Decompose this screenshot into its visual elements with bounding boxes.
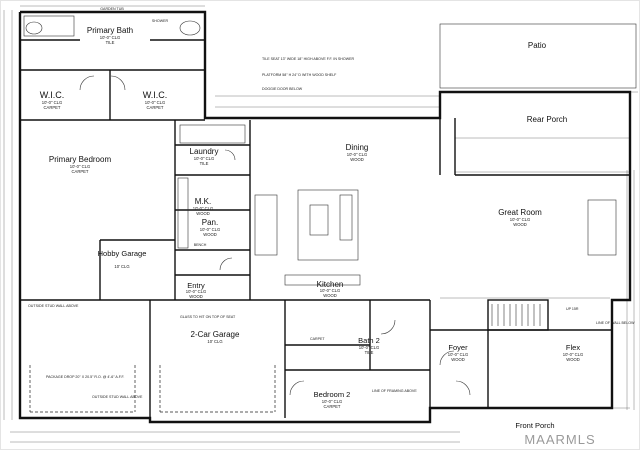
mk-finish: WOOD [196,211,210,216]
primary-bath-label: Primary Bath [87,26,133,35]
entry-size: 10'-0" CLG [186,289,206,294]
stairs [491,304,541,326]
watermark: MAARMLS [524,432,595,447]
bath2-label: Bath 2 [358,336,380,345]
bath2-size: 10'-0" CLG [359,345,379,350]
up-stairs-note: UP 15R [566,307,579,311]
kitchen-finish: WOOD [323,293,337,298]
wic2-size: 10'-0" CLG [145,100,165,105]
bedroom2-label: Bedroom 2 [314,390,351,399]
dining-size: 10'-0" CLG [347,152,367,157]
laundry-size: 10'-0" CLG [194,156,214,161]
garage-label: 2-Car Garage [191,330,240,339]
kitchen-label: Kitchen [317,280,344,289]
hobby-garage-size: 10' CLG [114,264,129,269]
shower-label: SHOWER [152,19,169,23]
wic2-label: W.I.C. [143,90,168,100]
great-room-size: 10'-0" CLG [510,217,530,222]
flex-finish: WOOD [566,357,580,362]
wic1-size: 10'-0" CLG [42,100,62,105]
line-of-wall-below-note: LINE OF WALL BELOW [596,321,635,325]
great-room-finish: WOOD [513,222,527,227]
patio-label: Patio [528,41,547,50]
kitchen-size: 10'-0" CLG [320,288,340,293]
primary-bath-size: 10'-0" CLG [100,35,120,40]
line-of-framing-above-note: LINE OF FRAMING ABOVE [372,389,417,393]
package-drop-note: PACKAGE DROP 20" X 20.5" R.O. @ 4'-6" A.… [46,375,125,379]
bench-note: BENCH [194,243,207,247]
front-porch-label: Front Porch [515,421,554,430]
glass-note: GLASS TO HIT ON TOP OF SEAT [180,315,236,319]
primary-bedroom-size: 10'-0" CLG [70,164,90,169]
tile-seat-note: TILE SEAT 13" WIDE 18" HIGH ABOVE F.F. I… [262,57,354,61]
foyer-finish: WOOD [451,357,465,362]
entry-finish: WOOD [189,294,203,299]
garage-door-lines [29,365,276,413]
hobby-garage-label: Hobby Garage [98,249,147,258]
door-swings [79,75,471,396]
primary-bath-finish: TILE [106,40,115,45]
doggie-door-note: DOGGIE DOOR BELOW [262,87,303,91]
flex-label: Flex [566,343,580,352]
carpet-note: CARPET [310,337,325,341]
dining-finish: WOOD [350,157,364,162]
laundry-label: Laundry [190,147,219,156]
cabinets [23,15,617,286]
wic1-label: W.I.C. [40,90,65,100]
garden-tub-label: GARDEN TUB [100,7,124,11]
mk-label: M.K. [195,197,211,206]
entry-label: Entry [187,281,205,290]
primary-bedroom-finish: CARPET [72,169,89,174]
rear-porch-label: Rear Porch [527,115,567,124]
foyer-size: 10'-0" CLG [448,352,468,357]
primary-bedroom-label: Primary Bedroom [49,155,112,164]
interior-walls [20,39,630,418]
great-room-label: Great Room [498,208,542,217]
dimension-lines [3,5,638,443]
outside-stud-wall-note-2: OUTSIDE STUD WALL ABOVE [92,395,143,399]
wic2-finish: CARPET [147,105,164,110]
pan-finish: WOOD [203,232,217,237]
outside-stud-wall-note: OUTSIDE STUD WALL ABOVE [28,304,79,308]
wic1-finish: CARPET [44,105,61,110]
flex-size: 10'-0" CLG [563,352,583,357]
pan-size: 10'-0" CLG [200,227,220,232]
bedroom2-finish: CARPET [324,404,341,409]
bath2-finish: TILE [365,350,374,355]
garage-size: 10' CLG [207,339,222,344]
exterior-walls [18,10,632,424]
bedroom2-size: 10'-0" CLG [322,399,342,404]
dining-label: Dining [346,143,369,152]
pan-label: Pan. [202,218,218,227]
mk-size: 10'-0" CLG [193,206,213,211]
platform-note: PLATFORM 58" H 24" D WITH WOOD SHELF [262,73,337,77]
foyer-label: Foyer [448,343,468,352]
patio-outline [439,23,637,89]
laundry-finish: TILE [200,161,209,166]
